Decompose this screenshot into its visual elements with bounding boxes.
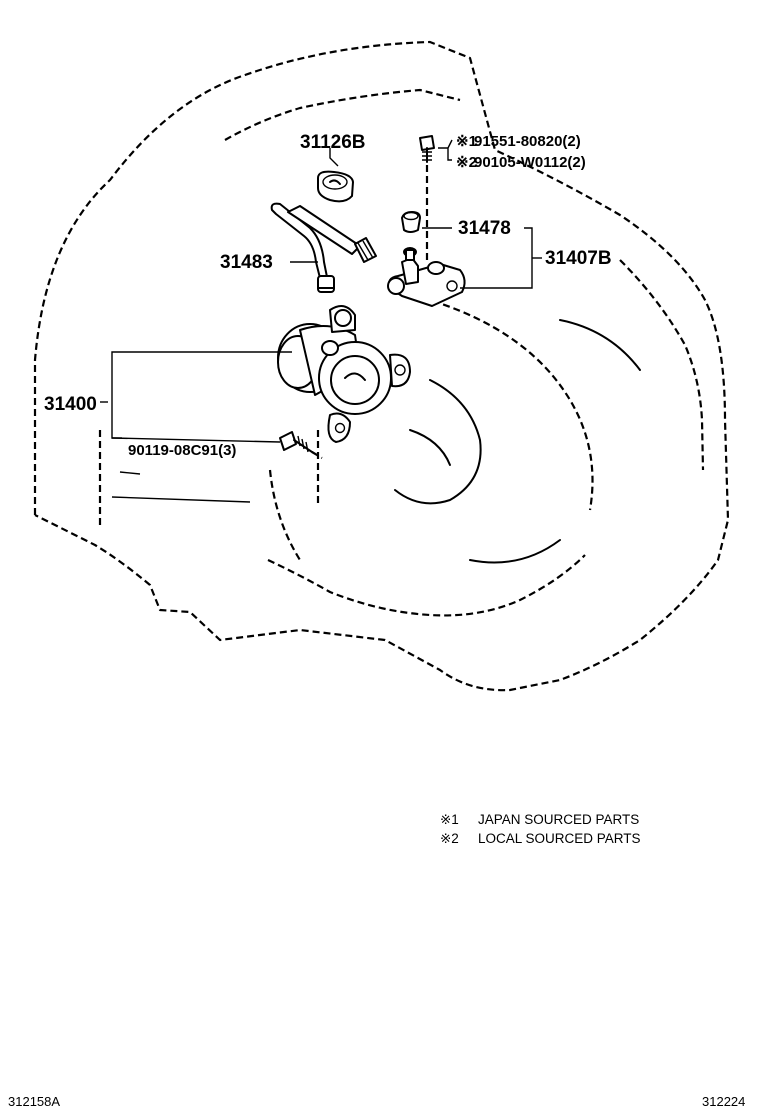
label-31483: 31483 xyxy=(220,252,273,273)
label-mark1-bolt: ※1 xyxy=(456,133,477,150)
legend: ※1 JAPAN SOURCED PARTS ※2 LOCAL SOURCED … xyxy=(440,812,641,846)
label-31126b: 31126B xyxy=(300,132,366,153)
footer-right-code: 312224 xyxy=(702,1094,745,1109)
legend-mark2: ※2 xyxy=(440,831,459,846)
label-31400: 31400 xyxy=(44,394,97,415)
union-31407b xyxy=(387,247,466,307)
legend-text2: LOCAL SOURCED PARTS xyxy=(478,831,641,846)
legend-mark1: ※1 xyxy=(440,812,459,827)
legend-text1: JAPAN SOURCED PARTS xyxy=(478,812,639,827)
label-91551-80820: 91551-80820(2) xyxy=(474,133,581,150)
bolt-91551-icon xyxy=(419,135,435,262)
transmission-housing-outline xyxy=(33,40,730,692)
label-31407b: 31407B xyxy=(545,248,612,269)
label-31478: 31478 xyxy=(458,218,511,239)
cap-31478 xyxy=(401,211,421,233)
label-mark2-bolt: ※2 xyxy=(456,154,477,171)
label-90119-08c91: 90119-08C91(3) xyxy=(128,442,236,459)
boot-31126b xyxy=(317,170,354,203)
release-cylinder-31400 xyxy=(277,305,411,443)
bolt-90119-icon xyxy=(279,431,323,459)
hose-31483 xyxy=(270,202,377,293)
leader-lines xyxy=(100,139,542,443)
footer-left-code: 312158A xyxy=(8,1094,60,1109)
label-90105-w0112: 90105-W0112(2) xyxy=(474,154,586,171)
